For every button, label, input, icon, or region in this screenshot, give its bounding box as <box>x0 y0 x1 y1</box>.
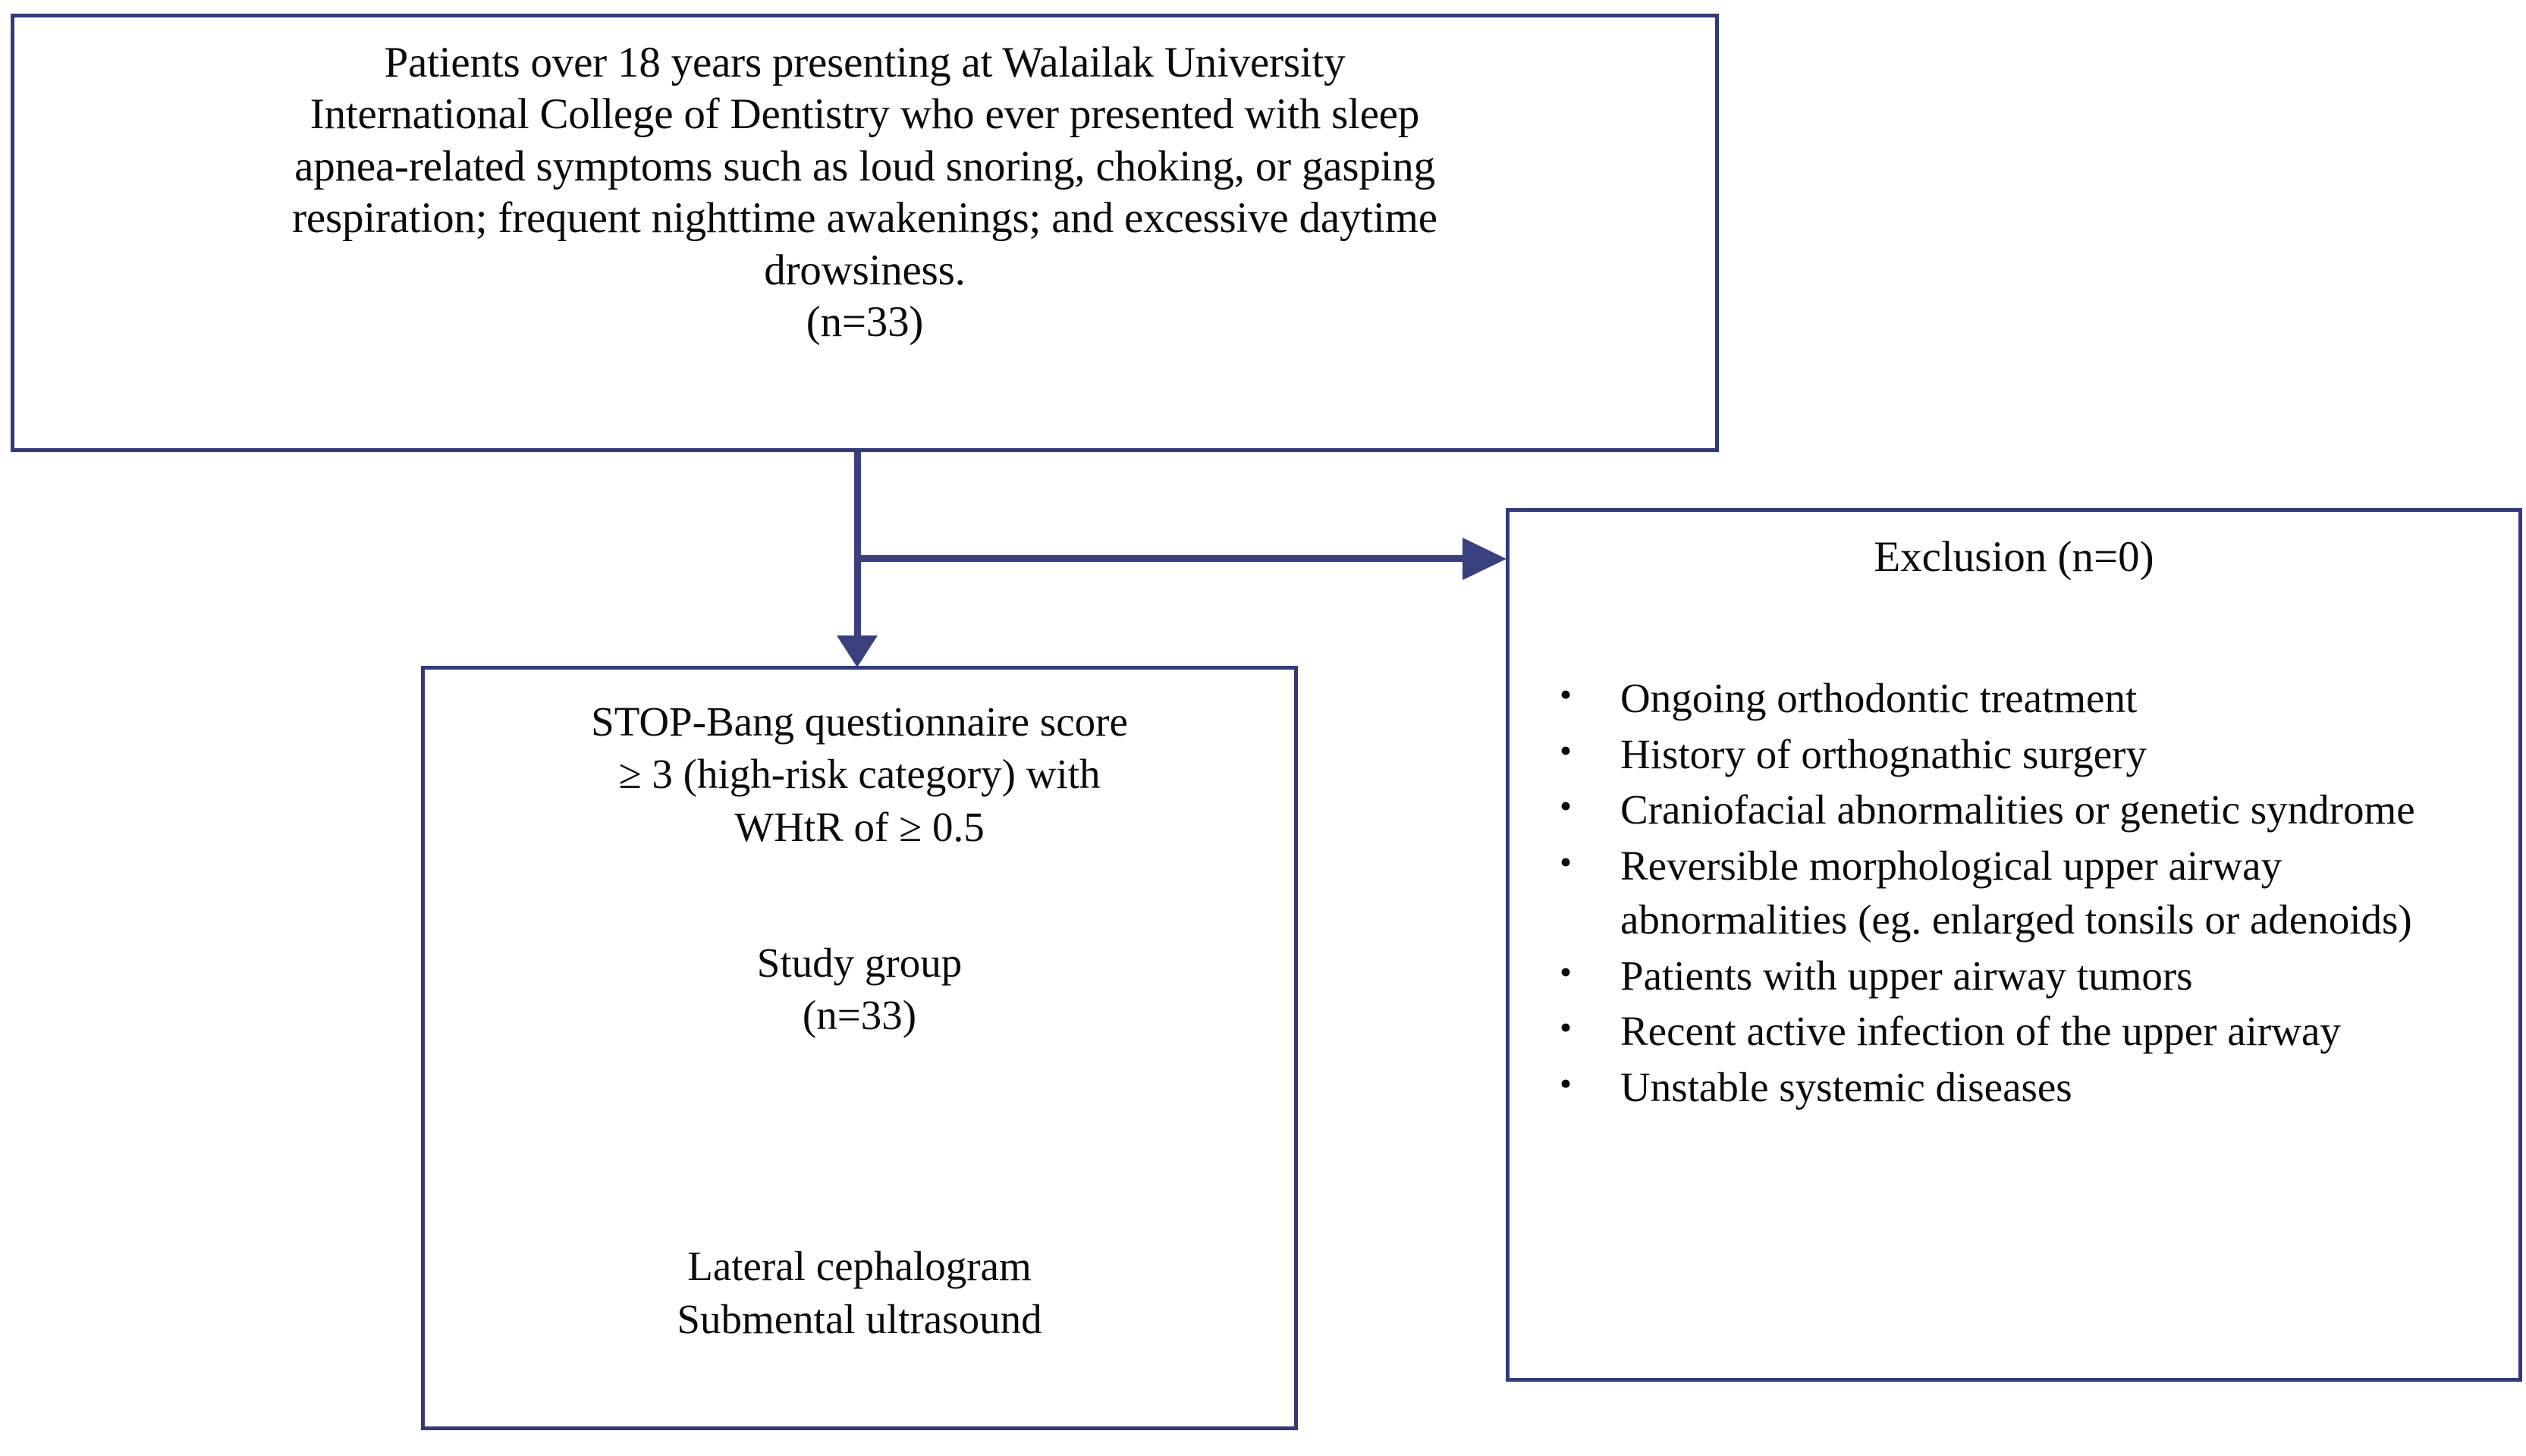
arrowhead-right-to-exclusion-box <box>1463 538 1506 580</box>
study-criteria-line-3: WHtR of ≥ 0.5 <box>734 803 985 850</box>
study-group-box: STOP-Bang questionnaire score ≥ 3 (high-… <box>421 666 1298 1430</box>
list-item: • Recent active infection of the upper a… <box>1529 1004 2499 1059</box>
list-item-label: History of orthognathic surgery <box>1620 730 2147 777</box>
enrollment-line-2: International College of Dentistry who e… <box>309 90 1420 139</box>
bullet-icon: • <box>1560 730 1572 770</box>
bullet-icon: • <box>1560 1063 1572 1103</box>
enrollment-line-3: apnea-related symptoms such as loud snor… <box>294 142 1435 190</box>
list-item: • Unstable systemic diseases <box>1529 1060 2499 1115</box>
study-group-label-block: Study group (n=33) <box>445 853 1274 1042</box>
arrowhead-down-to-study-box <box>837 635 878 667</box>
exclusion-criteria-list: • Ongoing orthodontic treatment • Histor… <box>1529 583 2499 1114</box>
list-item-label: Unstable systemic diseases <box>1620 1063 2072 1110</box>
enrollment-line-1: Patients over 18 years presenting at Wal… <box>384 39 1346 86</box>
bullet-icon: • <box>1560 786 1572 826</box>
enrollment-count: (n=33) <box>806 297 924 346</box>
list-item: • Patients with upper airway tumors <box>1529 949 2499 1003</box>
list-item-label: Recent active infection of the upper air… <box>1620 1008 2341 1055</box>
study-criteria: STOP-Bang questionnaire score ≥ 3 (high-… <box>445 695 1274 853</box>
list-item-label: Patients with upper airway tumors <box>1620 952 2193 999</box>
bullet-icon: • <box>1560 1008 1572 1047</box>
bullet-icon: • <box>1560 842 1572 881</box>
study-criteria-line-1: STOP-Bang questionnaire score <box>591 698 1128 745</box>
enrollment-paragraph: Patients over 18 years presenting at Wal… <box>40 37 1689 348</box>
study-group-count: (n=33) <box>802 992 917 1039</box>
study-criteria-line-2: ≥ 3 (high-risk category) with <box>618 751 1101 798</box>
exclusion-title: Exclusion (n=0) <box>1874 533 2154 581</box>
enrollment-line-4: respiration; frequent nighttime awakenin… <box>292 194 1437 243</box>
study-outcome-line-2: Submental ultrasound <box>677 1295 1042 1342</box>
bullet-icon: • <box>1560 675 1572 714</box>
study-outcome: Lateral cephalogram Submental ultrasound <box>425 1240 1294 1345</box>
list-item-label: Craniofacial abnormalities or genetic sy… <box>1620 786 2415 833</box>
exclusion-box: Exclusion (n=0) • Ongoing orthodontic tr… <box>1506 508 2522 1382</box>
list-item: • Ongoing orthodontic treatment <box>1529 671 2499 726</box>
list-item: • Craniofacial abnormalities or genetic … <box>1529 783 2499 837</box>
connector-branch-horizontal <box>857 555 1464 562</box>
enrollment-line-5: drowsiness. <box>764 246 966 294</box>
list-item-label: Reversible morphological upper airway ab… <box>1620 842 2412 943</box>
connector-trunk-vertical <box>854 452 861 640</box>
study-group-label: Study group <box>756 939 963 986</box>
list-item-label: Ongoing orthodontic treatment <box>1620 675 2138 722</box>
study-outcome-line-1: Lateral cephalogram <box>687 1243 1032 1290</box>
list-item: • History of orthognathic surgery <box>1529 727 2499 782</box>
bullet-icon: • <box>1560 952 1572 991</box>
enrollment-box: Patients over 18 years presenting at Wal… <box>11 14 1719 452</box>
list-item: • Reversible morphological upper airway … <box>1529 839 2499 947</box>
